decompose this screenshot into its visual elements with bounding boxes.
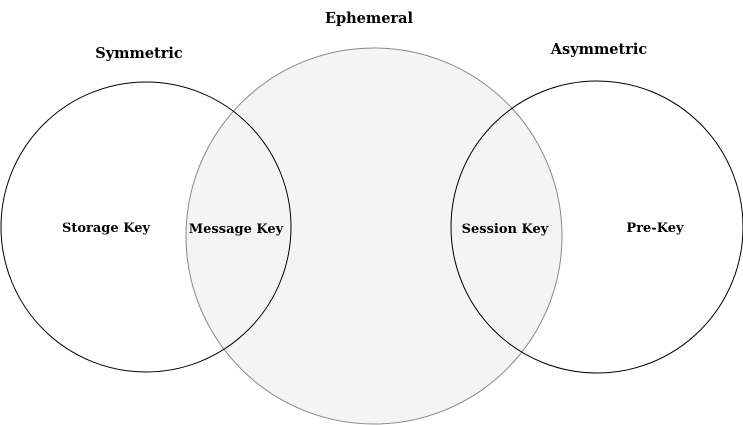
storage-key-label: Storage Key <box>62 221 151 236</box>
ephemeral-circle <box>185 47 563 425</box>
asymmetric-circle <box>450 80 743 374</box>
symmetric-circle <box>0 81 292 373</box>
ephemeral-title: Ephemeral <box>325 10 414 27</box>
message-key-label: Message Key <box>189 222 284 237</box>
symmetric-title: Symmetric <box>95 45 183 62</box>
pre-key-label: Pre-Key <box>626 221 684 236</box>
asymmetric-title: Asymmetric <box>550 41 648 58</box>
session-key-label: Session Key <box>462 222 549 237</box>
